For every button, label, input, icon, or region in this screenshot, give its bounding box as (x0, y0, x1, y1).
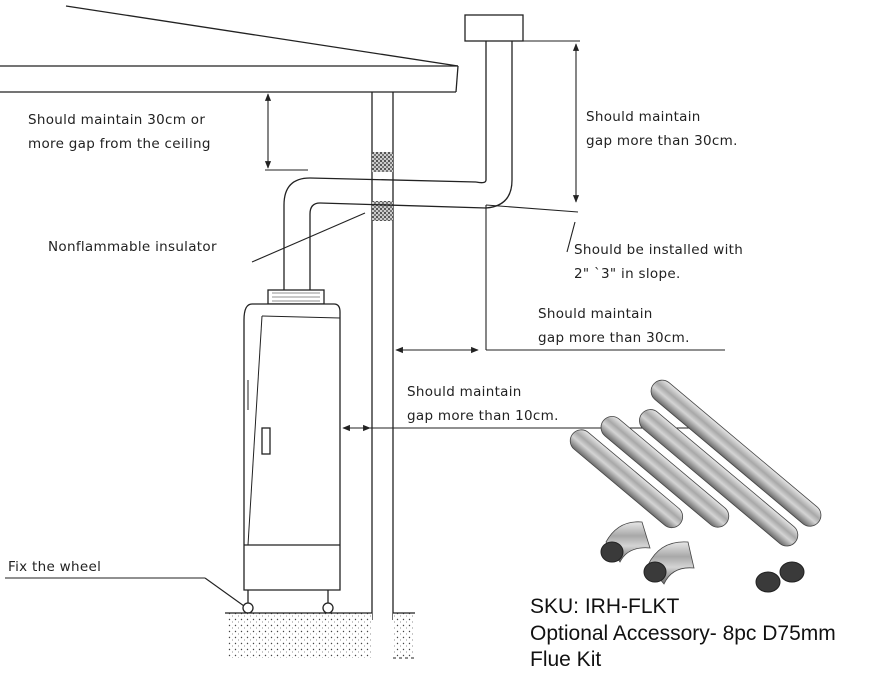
wall-gap-line1: Should maintain (407, 384, 522, 400)
annotation-top-gap: Should maintain gap more than 30cm. (586, 109, 738, 149)
slope-line1: Should be installed with (574, 242, 743, 258)
heater-unit (242, 289, 341, 614)
wall-gap-line2: gap more than 10cm. (407, 408, 559, 424)
top-gap-line2: gap more than 30cm. (586, 133, 738, 149)
annotation-slope: Should be installed with 2" `3" in slope… (574, 242, 743, 282)
ceiling-gap-line2: more gap from the ceiling (28, 136, 211, 152)
chimney-gap-line2: gap more than 30cm. (538, 330, 690, 346)
slope-line2: 2" `3" in slope. (574, 266, 681, 282)
wheel-label: Fix the wheel (8, 559, 101, 575)
annotation-chimney-gap: Should maintain gap more than 30cm. (538, 306, 690, 346)
dimension-lines (5, 40, 725, 607)
chimney (371, 92, 394, 620)
annotation-ceiling-gap: Should maintain 30cm or more gap from th… (28, 112, 211, 152)
flue-pipe (283, 14, 524, 290)
ceiling-gap-line1: Should maintain 30cm or (28, 112, 205, 128)
flue-kit-picture (569, 379, 822, 593)
ground (225, 612, 415, 659)
product-description-line2: Flue Kit (530, 648, 601, 671)
annotation-wall-gap: Should maintain gap more than 10cm. (407, 384, 559, 424)
roof (0, 5, 459, 93)
chimney-gap-line1: Should maintain (538, 306, 653, 322)
insulator-label: Nonflammable insulator (48, 239, 217, 255)
product-description-line1: Optional Accessory- 8pc D75mm (530, 622, 836, 645)
top-gap-line1: Should maintain (586, 109, 701, 125)
sku-label: SKU: IRH-FLKT (530, 595, 680, 618)
